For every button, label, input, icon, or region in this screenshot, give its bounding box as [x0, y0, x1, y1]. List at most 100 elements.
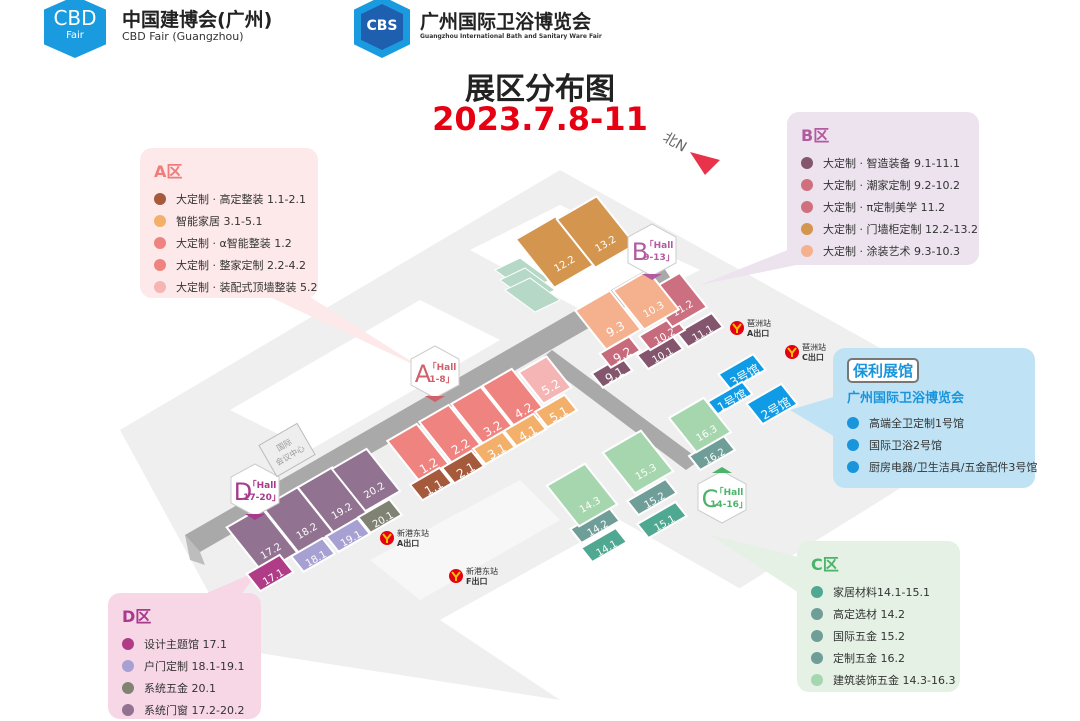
legend-item: 厨房电器/卫生洁具/五金配件3号馆	[847, 456, 1037, 478]
legend-label: 高定选材 14.2	[833, 608, 905, 621]
marker-pointer-icon	[425, 396, 445, 402]
hall-shape	[533, 393, 579, 429]
legend-dot-icon	[801, 179, 813, 191]
legend-item: 国际五金 15.2	[811, 625, 946, 647]
station-exit: C出口	[802, 352, 824, 362]
hall-shape	[517, 355, 573, 405]
legend-item: 大定制 · 涂装艺术 9.3-10.3	[801, 240, 965, 262]
legend-dot-icon	[122, 660, 134, 672]
zone-c-pointer	[710, 535, 810, 600]
station-exit: A出口	[747, 328, 769, 338]
hall-19.2[interactable]: 19.2	[296, 466, 370, 534]
marker-line1: 「Hall	[645, 239, 674, 251]
legend-dot-icon	[154, 259, 166, 271]
hall-shape	[573, 289, 643, 351]
site-block	[230, 300, 500, 450]
station-name: 琶洲站	[747, 318, 771, 328]
hall-2号馆[interactable]: 2号馆	[745, 382, 799, 426]
legend-dot-icon	[154, 237, 166, 249]
metro-y-glyph	[732, 323, 742, 333]
legend-dot-icon	[154, 215, 166, 227]
legend-dot-icon	[801, 223, 813, 235]
marker-letter: C	[702, 485, 719, 513]
zone-a-pointer	[270, 297, 425, 370]
cbs-title: 广州国际卫浴博览会	[420, 11, 592, 33]
legend-dot-icon	[811, 652, 823, 664]
legend-item: 户门定制 18.1-19.1	[122, 655, 247, 677]
legend-item: 大定制 · α智能整装 1.2	[154, 232, 304, 254]
marker-line1: 「Hall	[248, 479, 277, 491]
legend-item: 大定制 · 高定整装 1.1-2.1	[154, 188, 306, 210]
secondary-corridor	[540, 350, 700, 470]
event-date: 2023.7.8-11	[432, 100, 648, 138]
marker-line2: 14-16」	[710, 500, 748, 510]
hall-shape	[675, 311, 725, 349]
hall-12.2[interactable]: 12.2	[514, 215, 596, 289]
hall-5.2[interactable]: 5.2	[517, 355, 573, 405]
poly-badge: 保利展馆	[847, 358, 920, 383]
legend-item: 智能家居 3.1-5.1	[154, 210, 304, 232]
legend-dot-icon	[122, 638, 134, 650]
legend-dot-icon	[122, 682, 134, 694]
hall-shape	[716, 352, 768, 392]
legend-label: 大定制 · 潮家定制 9.2-10.2	[823, 179, 960, 192]
legend-label: 大定制 · 门墙柜定制 12.2-13.2	[823, 223, 978, 236]
zone-d-pointer	[200, 570, 260, 596]
legend-item: 大定制 · 装配式顶墙整装 5.2	[154, 276, 317, 298]
legend-item: 大定制 · 整家定制 2.2-4.2	[154, 254, 306, 276]
metro-y-glyph	[451, 571, 461, 581]
poly-legend: 保利展馆 广州国际卫浴博览会 高端全卫定制1号馆国际卫浴2号馆厨房电器/卫生洁具…	[833, 348, 1037, 488]
hall-14.3[interactable]: 14.3	[545, 462, 619, 528]
cbd-title: 中国建博会(广州)	[122, 9, 273, 31]
legend-dot-icon	[801, 245, 813, 257]
zone-c-title: C区	[811, 555, 839, 574]
legend-item: 大定制 · 门墙柜定制 12.2-13.2	[801, 218, 978, 240]
legend-label: 户门定制 18.1-19.1	[144, 660, 245, 673]
legend-label: 大定制 · 智造装备 9.1-11.1	[823, 157, 960, 170]
hall-18.2[interactable]: 18.2	[261, 486, 335, 554]
legend-label: 国际卫浴2号馆	[869, 439, 942, 452]
station-name: 琶洲站	[802, 342, 826, 352]
hall-13.2[interactable]: 13.2	[555, 195, 637, 269]
legend-dot-icon	[122, 704, 134, 716]
legend-item: 建筑装饰五金 14.3-16.3	[811, 669, 955, 691]
legend-label: 大定制 · 装配式顶墙整装 5.2	[176, 281, 318, 294]
cbs-mark-text: CBS	[366, 18, 398, 34]
legend-dot-icon	[847, 461, 859, 473]
hall-20.2[interactable]: 20.2	[330, 447, 402, 513]
legend-label: 智能家居 3.1-5.1	[176, 215, 263, 228]
hall-9.3[interactable]: 9.3	[573, 289, 643, 351]
corridor-end	[185, 535, 205, 565]
marker-line2: 17-20」	[243, 493, 281, 503]
marker-pointer-icon	[245, 514, 265, 520]
hall-shape	[601, 429, 675, 495]
legend-dot-icon	[154, 281, 166, 293]
cbd-logo-mark: CBD Fair	[44, 0, 106, 58]
hall-15.3[interactable]: 15.3	[601, 429, 675, 495]
station-name: 新港东站	[397, 528, 429, 538]
hall-10.3[interactable]: 10.3	[611, 269, 681, 331]
legend-dot-icon	[811, 586, 823, 598]
main-corridor	[185, 262, 672, 552]
marker-letter: D	[234, 478, 252, 506]
legend-label: 大定制 · 涂装艺术 9.3-10.3	[823, 245, 960, 258]
site-block	[370, 480, 560, 600]
legend-dot-icon	[811, 630, 823, 642]
legend-item: 系统门窗 17.2-20.2	[122, 699, 247, 721]
poly-title: 广州国际卫浴博览会	[847, 391, 965, 406]
legend-dot-icon	[154, 193, 166, 205]
hall-shape	[408, 466, 454, 502]
hall-shape	[635, 500, 689, 540]
hall-16.3[interactable]: 16.3	[667, 396, 733, 454]
hall-shape	[245, 553, 295, 593]
cbs-subtitle: Guangzhou International Bath and Sanitar…	[420, 33, 602, 40]
page-title: 展区分布图	[465, 72, 615, 107]
north-arrow-icon	[690, 152, 720, 175]
cbd-mark-sub: Fair	[66, 30, 84, 41]
